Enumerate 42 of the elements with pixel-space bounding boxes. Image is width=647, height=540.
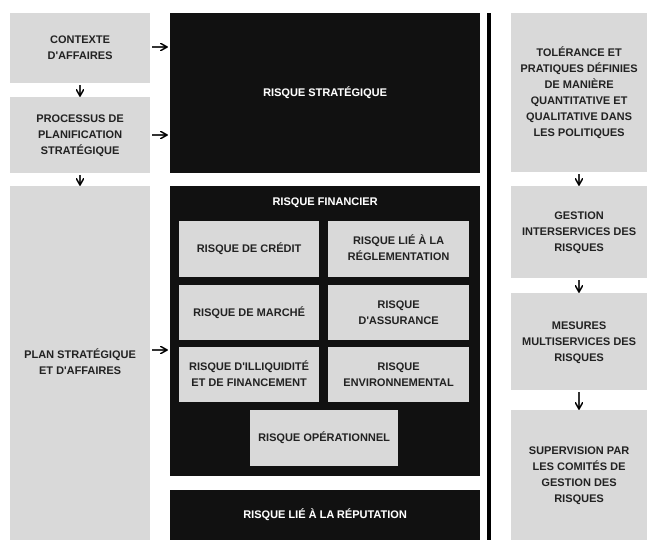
process-box	[511, 293, 647, 390]
process-box	[10, 97, 150, 173]
process-box	[10, 186, 150, 540]
box-label: RISQUE LIÉ À LA RÉGLEMENTATION	[346, 233, 450, 265]
process-box	[511, 186, 647, 278]
risk-box	[328, 347, 469, 402]
box-label: RISQUE DE MARCHÉ	[193, 305, 305, 320]
box-label: RISQUE OPÉRATIONNEL	[258, 430, 390, 446]
box-label: GESTION INTERSERVICES DES RISQUES	[520, 209, 638, 256]
arrow	[152, 130, 168, 140]
risk-panel	[170, 490, 480, 540]
box-label: TOLÉRANCE ET PRATIQUES DÉFINIES DE MANIÈRE QUANTITATIVE ET QUALITATIVE DANS LES POLITIQUES	[519, 45, 639, 140]
process-box	[511, 410, 647, 540]
arrow	[152, 345, 168, 355]
arrow	[75, 175, 85, 186]
box-label: PROCESSUS DE PLANIFICATION STRATÉGIQUE	[35, 112, 125, 159]
box-label: MESURES MULTISERVICES DES RISQUES	[521, 318, 637, 366]
box-label: SUPERVISION PAR LES COMITÉS DE GESTION DES RISQUES	[528, 444, 630, 507]
box-label: RISQUE DE CRÉDIT	[196, 241, 302, 257]
box-label: RISQUE FINANCIER	[272, 195, 378, 210]
arrow	[75, 85, 85, 97]
box-label: RISQUE D'ILLIQUIDITÉ ET DE FINANCEMENT	[188, 359, 310, 390]
risk-panel	[170, 186, 480, 476]
risk-box	[179, 285, 319, 340]
box-label: RISQUE ENVIRONNEMENTAL	[342, 360, 455, 390]
arrow	[574, 392, 584, 410]
box-label: CONTEXTE D'AFFAIRES	[46, 33, 114, 64]
box-label: RISQUE LIÉ À LA RÉPUTATION	[243, 507, 407, 523]
process-box	[10, 13, 150, 83]
risk-box	[179, 347, 319, 402]
arrow	[574, 280, 584, 293]
risk-panel	[170, 13, 480, 173]
risk-box	[328, 285, 469, 340]
risk-box	[250, 410, 398, 466]
box-label: RISQUE STRATÉGIQUE	[263, 85, 387, 101]
box-label: RISQUE D'ASSURANCE	[357, 298, 440, 328]
arrow	[574, 174, 584, 186]
process-box	[511, 13, 647, 172]
arrow	[152, 42, 168, 52]
box-label: PLAN STRATÉGIQUE ET D'AFFAIRES	[23, 347, 137, 379]
risk-box	[328, 221, 469, 277]
risk-box	[179, 221, 319, 277]
